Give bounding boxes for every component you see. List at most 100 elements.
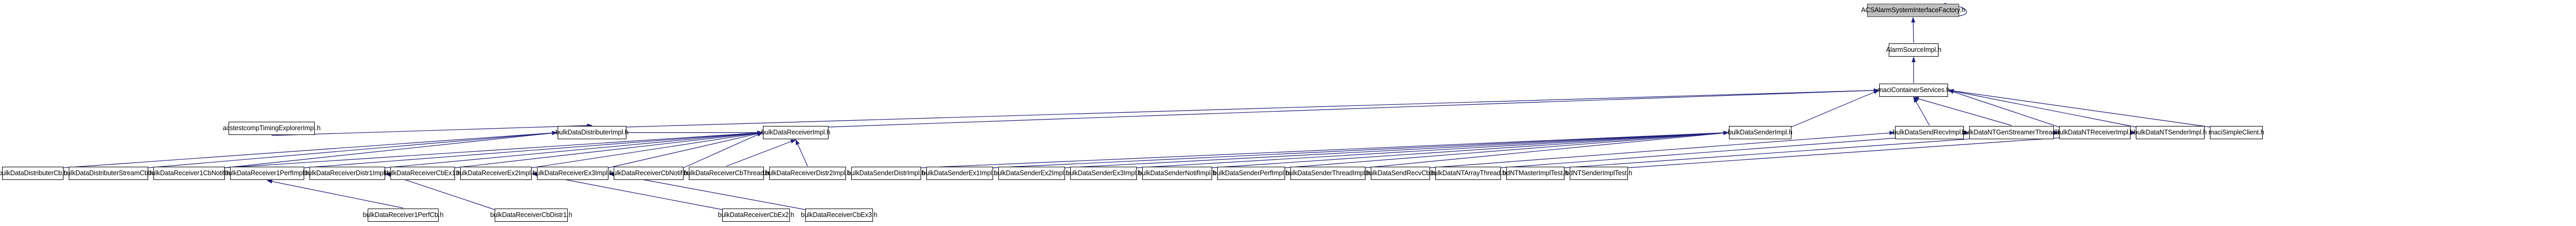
graph-edge-t3b-to-n2 <box>828 88 1880 128</box>
graph-edge-b15-to-t3c <box>1136 131 1730 168</box>
graph-edge-b2-to-t3a <box>148 131 558 168</box>
graph-node-b20[interactable]: bulkDataNTArrayThread.h <box>1431 167 1506 180</box>
graph-node-b14[interactable]: bulkDataSenderEx2Impl.h <box>994 167 1070 180</box>
graph-node-label: bdNTSenderImplTest.h <box>1565 169 1632 177</box>
graph-node-label: bulkDataSenderDistrImpl.h <box>847 169 925 177</box>
graph-node-b2[interactable]: bulkDataDistributerStreamCb.h <box>63 167 153 180</box>
graph-node-b21[interactable]: bdNTMasterImplTest.h <box>1503 167 1568 180</box>
graph-node-n2[interactable]: maciContainerServices.h <box>1877 84 1950 97</box>
graph-node-label: bulkDataReceiverCbDistr1.h <box>490 211 572 219</box>
graph-node-c2[interactable]: bulkDataReceiverCbDistr1.h <box>490 209 572 222</box>
graph-node-label: bulkDataNTGenStreamerThread.h <box>1961 129 2062 137</box>
graph-node-label: maciContainerServices.h <box>1877 86 1950 94</box>
graph-node-label: bulkDataReceiverCbThread.h <box>683 169 770 177</box>
graph-node-label: bulkDataNTSenderImpl.h <box>2133 129 2207 137</box>
graph-node-t3a[interactable]: bulkDataDistributerImpl.h <box>556 126 629 139</box>
graph-node-t3h[interactable]: maciSimpleClient.h <box>2208 126 2264 139</box>
graph-node-b1[interactable]: bulkDataDistributerCb.h <box>0 167 67 180</box>
graph-edge-n1-to-root <box>1911 16 1916 43</box>
graph-node-label: bdNTMasterImplTest.h <box>1503 169 1568 177</box>
graph-edge-b14-to-t3c <box>1064 131 1730 168</box>
graph-edge-t3d-to-n2 <box>1913 96 1930 126</box>
graph-node-b4[interactable]: bulkDataReceiver1PerfImpl.h <box>225 167 310 180</box>
graph-node-b19[interactable]: bulkDataSendRecvCb.h <box>1366 167 1435 180</box>
graph-node-label: bulkDataSenderThreadImpl.h <box>1285 169 1371 177</box>
graph-node-label: bulkDataReceiverEx2Impl.h <box>456 169 536 177</box>
graph-edge-b20-to-t3e <box>1500 131 1970 168</box>
graph-node-label: bulkDataSenderPerfImpl.h <box>1213 169 1290 177</box>
graph-node-t3c[interactable]: bulkDataSenderImpl.h <box>1728 126 1792 139</box>
graph-edge-b3-to-t3a <box>224 131 558 168</box>
graph-node-n1[interactable]: AlarmSourceImpl.h <box>1886 43 1941 57</box>
graph-node-b17[interactable]: bulkDataSenderPerfImpl.h <box>1213 167 1289 180</box>
graph-edge-t3f-to-n2 <box>1947 89 2060 128</box>
graph-node-b3[interactable]: bulkDataReceiver1CbNotif.h <box>148 167 230 180</box>
graph-edge-t3e-to-n2 <box>1913 96 2012 126</box>
graph-edge-b10-to-t3b <box>726 139 797 167</box>
graph-node-t3e[interactable]: bulkDataNTGenStreamerThread.h <box>1962 126 2061 139</box>
graph-edge-c1-to-b4 <box>266 179 404 209</box>
graph-node-c1[interactable]: bulkDataReceiver1PerfCb.h <box>363 209 443 222</box>
graph-node-label: bulkDataReceiverCbNotif.h <box>609 169 688 177</box>
graph-edge-b9-to-t3b <box>683 132 763 168</box>
graph-node-label: bulkDataReceiver1PerfCb.h <box>362 211 444 219</box>
graph-node-b13[interactable]: bulkDataSenderEx1Impl.h <box>922 167 998 180</box>
graph-node-label: bulkDataReceiverImpl.h <box>761 129 831 137</box>
graph-node-label: bulkDataSendRecvCb.h <box>1366 169 1435 177</box>
graph-node-label: AlarmSourceImpl.h <box>1886 46 1942 54</box>
graph-node-label: maciSimpleClient.h <box>2208 129 2264 137</box>
graph-edge-t3g-to-n2 <box>1947 89 2136 128</box>
graph-node-label: bulkDataSenderEx2Impl.h <box>994 169 1070 177</box>
graph-edge-t2a-to-t3a <box>271 123 593 136</box>
graph-node-label: bulkDataReceiverDistr1Impl.h <box>304 169 390 177</box>
graph-node-label: bulkDataReceiverEx3Impl.h <box>532 169 613 177</box>
graph-node-t3g[interactable]: bulkDataNTSenderImpl.h <box>2133 126 2207 139</box>
graph-edge-b6-to-t3b <box>454 131 763 168</box>
graph-node-b12[interactable]: bulkDataSenderDistrImpl.h <box>848 167 925 180</box>
graph-node-label: bulkDataDistributerCb.h <box>0 169 68 177</box>
graph-node-t3f[interactable]: bulkDataNTReceiverImpl.h <box>2056 126 2134 139</box>
graph-node-label: bulkDataSenderImpl.h <box>1728 129 1792 137</box>
graph-node-b16[interactable]: bulkDataSenderNotifImpl.h <box>1139 167 1216 180</box>
graph-node-label: bulkDataReceiverCbEx3.h <box>800 211 878 219</box>
graph-node-t2a[interactable]: acstestcompTimingExplorerImpl.h <box>223 122 321 135</box>
graph-node-b10[interactable]: bulkDataReceiverCbThread.h <box>684 167 769 180</box>
graph-node-label: bulkDataNTArrayThread.h <box>1430 169 1506 177</box>
graph-edge-b13-to-t3c <box>993 131 1730 168</box>
graph-node-label: bulkDataNTReceiverImpl.h <box>2056 129 2134 137</box>
graph-node-b7[interactable]: bulkDataReceiverEx2Impl.h <box>456 167 536 180</box>
graph-node-b15[interactable]: bulkDataSenderEx3Impl.h <box>1066 167 1142 180</box>
graph-edge-t3a-to-n2 <box>626 88 1880 128</box>
graph-edge-b4-to-t3b <box>304 131 763 168</box>
graph-node-t3d[interactable]: bulkDataSendRecvImpl.h <box>1893 126 1967 139</box>
graph-edge-b16-to-t3c <box>1212 131 1730 168</box>
graph-node-b22[interactable]: bdNTSenderImplTest.h <box>1565 167 1632 180</box>
graph-edge-b11-to-t3b <box>795 139 808 167</box>
graph-node-label: bulkDataReceiverDistr2Impl.h <box>764 169 851 177</box>
graph-edge-t3h-to-n2 <box>1947 89 2210 128</box>
graph-node-b6[interactable]: bulkDataReceiverCbEx1.h <box>385 167 461 180</box>
graph-node-t3b[interactable]: bulkDataReceiverImpl.h <box>761 126 831 139</box>
graph-node-label: bulkDataSenderNotifImpl.h <box>1138 169 1216 177</box>
graph-node-c3[interactable]: bulkDataReceiverCbEx2.h <box>718 209 794 222</box>
graph-edge-t3c-to-n2 <box>1791 89 1880 128</box>
graph-node-b8[interactable]: bulkDataReceiverEx3Impl.h <box>533 167 613 180</box>
graph-node-label: bulkDataDistributerImpl.h <box>556 129 629 137</box>
graph-edge-b12-to-t3c <box>921 131 1730 168</box>
graph-node-b5[interactable]: bulkDataReceiverDistr1Impl.h <box>304 167 390 180</box>
graph-node-b11[interactable]: bulkDataReceiverDistr2Impl.h <box>764 167 851 180</box>
graph-edge-b18-to-t3c <box>1365 131 1730 168</box>
graph-node-label: ACSAlarmSystemInterfaceFactory.h <box>1861 6 1965 14</box>
graph-node-b18[interactable]: bulkDataSenderThreadImpl.h <box>1286 167 1370 180</box>
graph-node-label: bulkDataSenderEx3Impl.h <box>1066 169 1142 177</box>
graph-node-label: bulkDataDistributerStreamCb.h <box>63 169 154 177</box>
graph-node-c4[interactable]: bulkDataReceiverCbEx3.h <box>801 209 877 222</box>
graph-edge-b3-to-t3b <box>224 131 763 168</box>
graph-node-label: bulkDataReceiverCbEx2.h <box>717 211 795 219</box>
graph-node-label: bulkDataSenderEx1Impl.h <box>922 169 998 177</box>
graph-node-label: bulkDataReceiver1PerfImpl.h <box>225 169 310 177</box>
graph-node-root[interactable]: ACSAlarmSystemInterfaceFactory.h <box>1861 4 1965 17</box>
graph-edge-b1-to-t3a <box>63 131 558 168</box>
graph-node-b9[interactable]: bulkDataReceiverCbNotif.h <box>609 167 688 180</box>
